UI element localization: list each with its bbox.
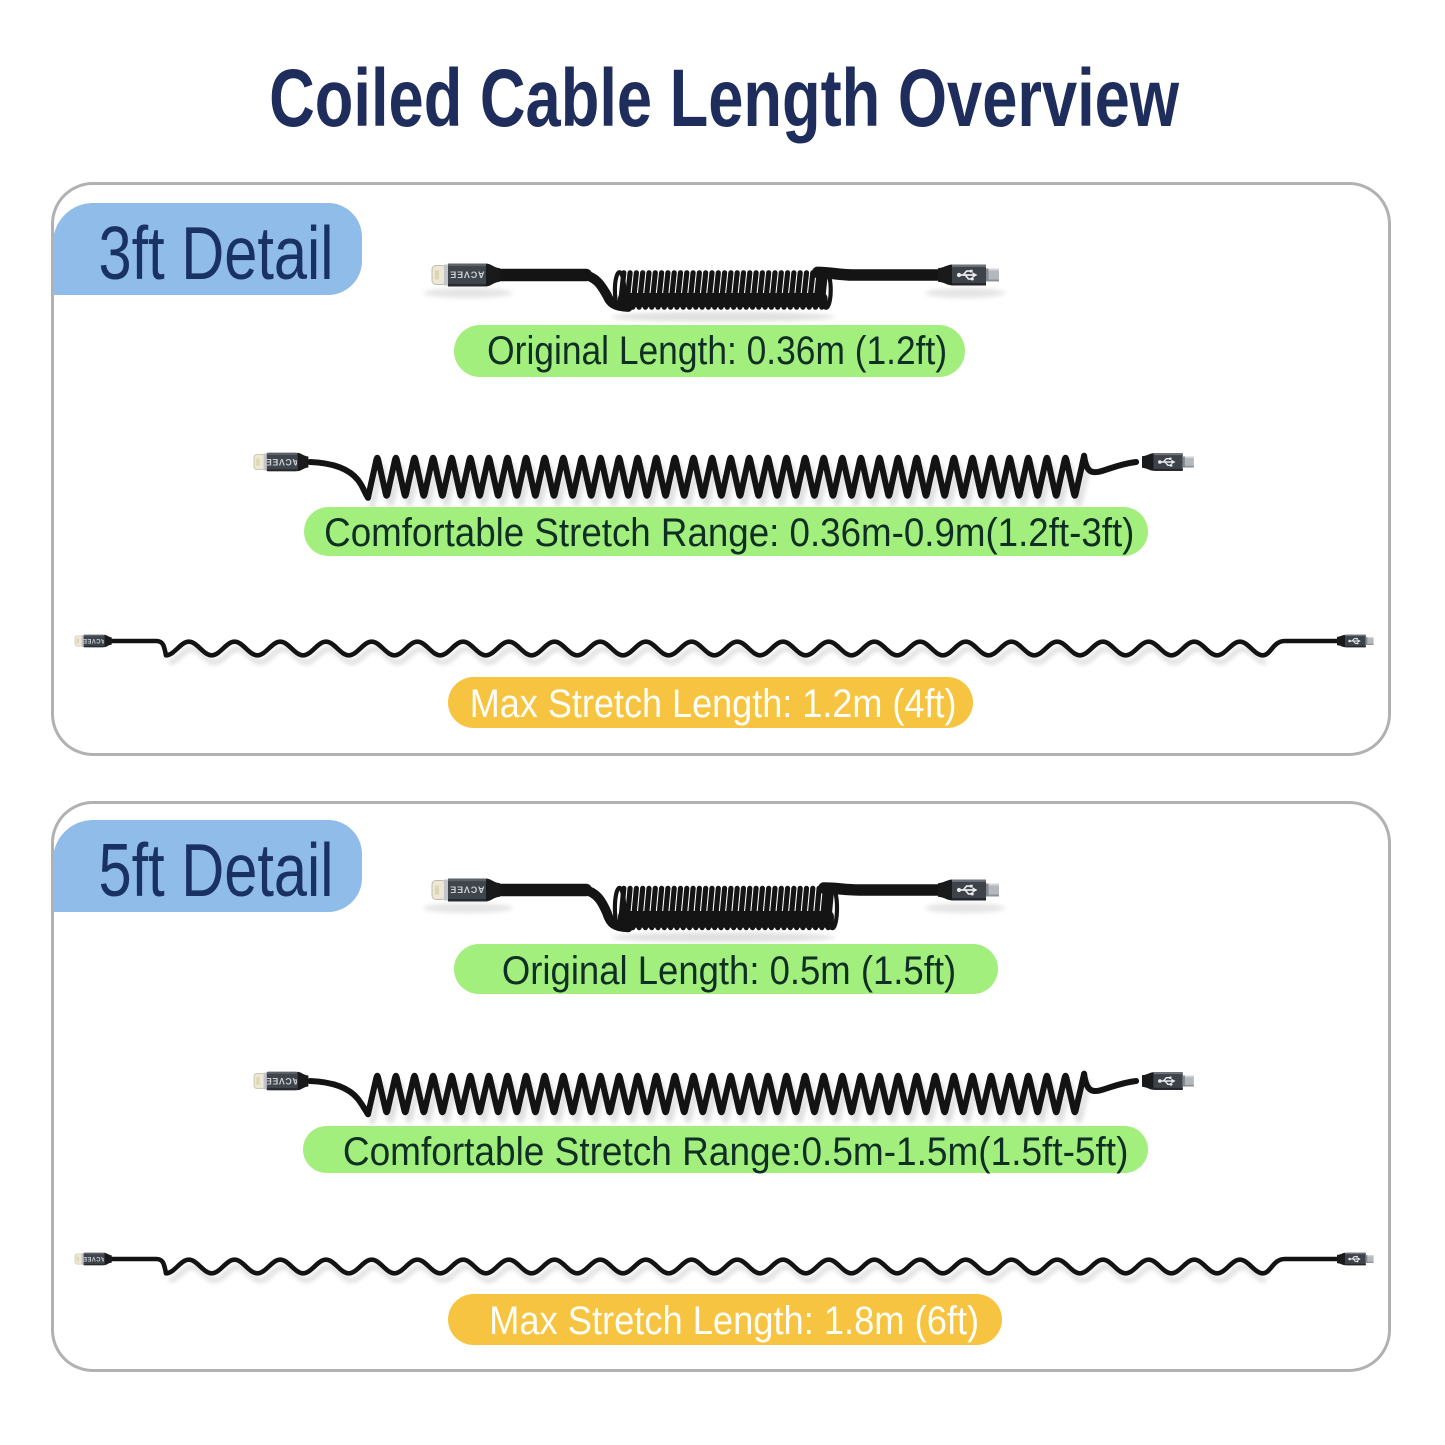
- svg-text:ACVEE: ACVEE: [83, 1255, 106, 1261]
- svg-text:ACVEE: ACVEE: [449, 269, 484, 279]
- svg-text:ACVEE: ACVEE: [265, 1076, 299, 1086]
- svg-text:ACVEE: ACVEE: [449, 884, 484, 894]
- svg-text:ACVEE: ACVEE: [83, 637, 106, 643]
- svg-text:ACVEE: ACVEE: [265, 457, 299, 467]
